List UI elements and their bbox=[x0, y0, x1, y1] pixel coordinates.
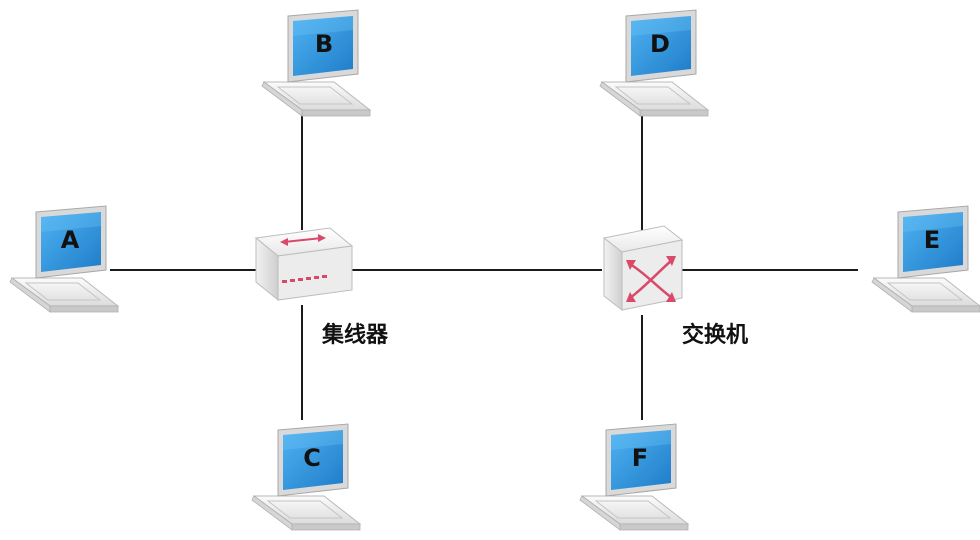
laptop-c: C bbox=[251, 423, 361, 531]
hub-icon bbox=[254, 227, 354, 302]
laptop-a-label: A bbox=[61, 226, 80, 254]
switch-device bbox=[602, 225, 684, 312]
hub-device bbox=[254, 227, 354, 302]
laptop-a: A bbox=[9, 205, 119, 313]
laptop-f-label: F bbox=[632, 444, 648, 472]
laptop-e: E bbox=[871, 205, 980, 313]
laptop-icon bbox=[261, 9, 371, 117]
laptop-b-label: B bbox=[315, 30, 333, 58]
laptop-icon bbox=[9, 205, 119, 313]
laptop-icon bbox=[251, 423, 361, 531]
laptop-d: D bbox=[599, 9, 709, 117]
laptop-icon bbox=[579, 423, 689, 531]
laptop-icon bbox=[599, 9, 709, 117]
laptop-icon bbox=[871, 205, 980, 313]
laptop-f: F bbox=[579, 423, 689, 531]
laptop-e-label: E bbox=[924, 226, 940, 254]
switch-icon bbox=[602, 225, 684, 312]
hub-label: 集线器 bbox=[321, 322, 389, 348]
laptop-c-label: C bbox=[303, 444, 321, 472]
laptop-b: B bbox=[261, 9, 371, 117]
laptop-d-label: D bbox=[650, 30, 670, 58]
switch-label: 交换机 bbox=[682, 322, 748, 348]
links bbox=[110, 112, 858, 420]
